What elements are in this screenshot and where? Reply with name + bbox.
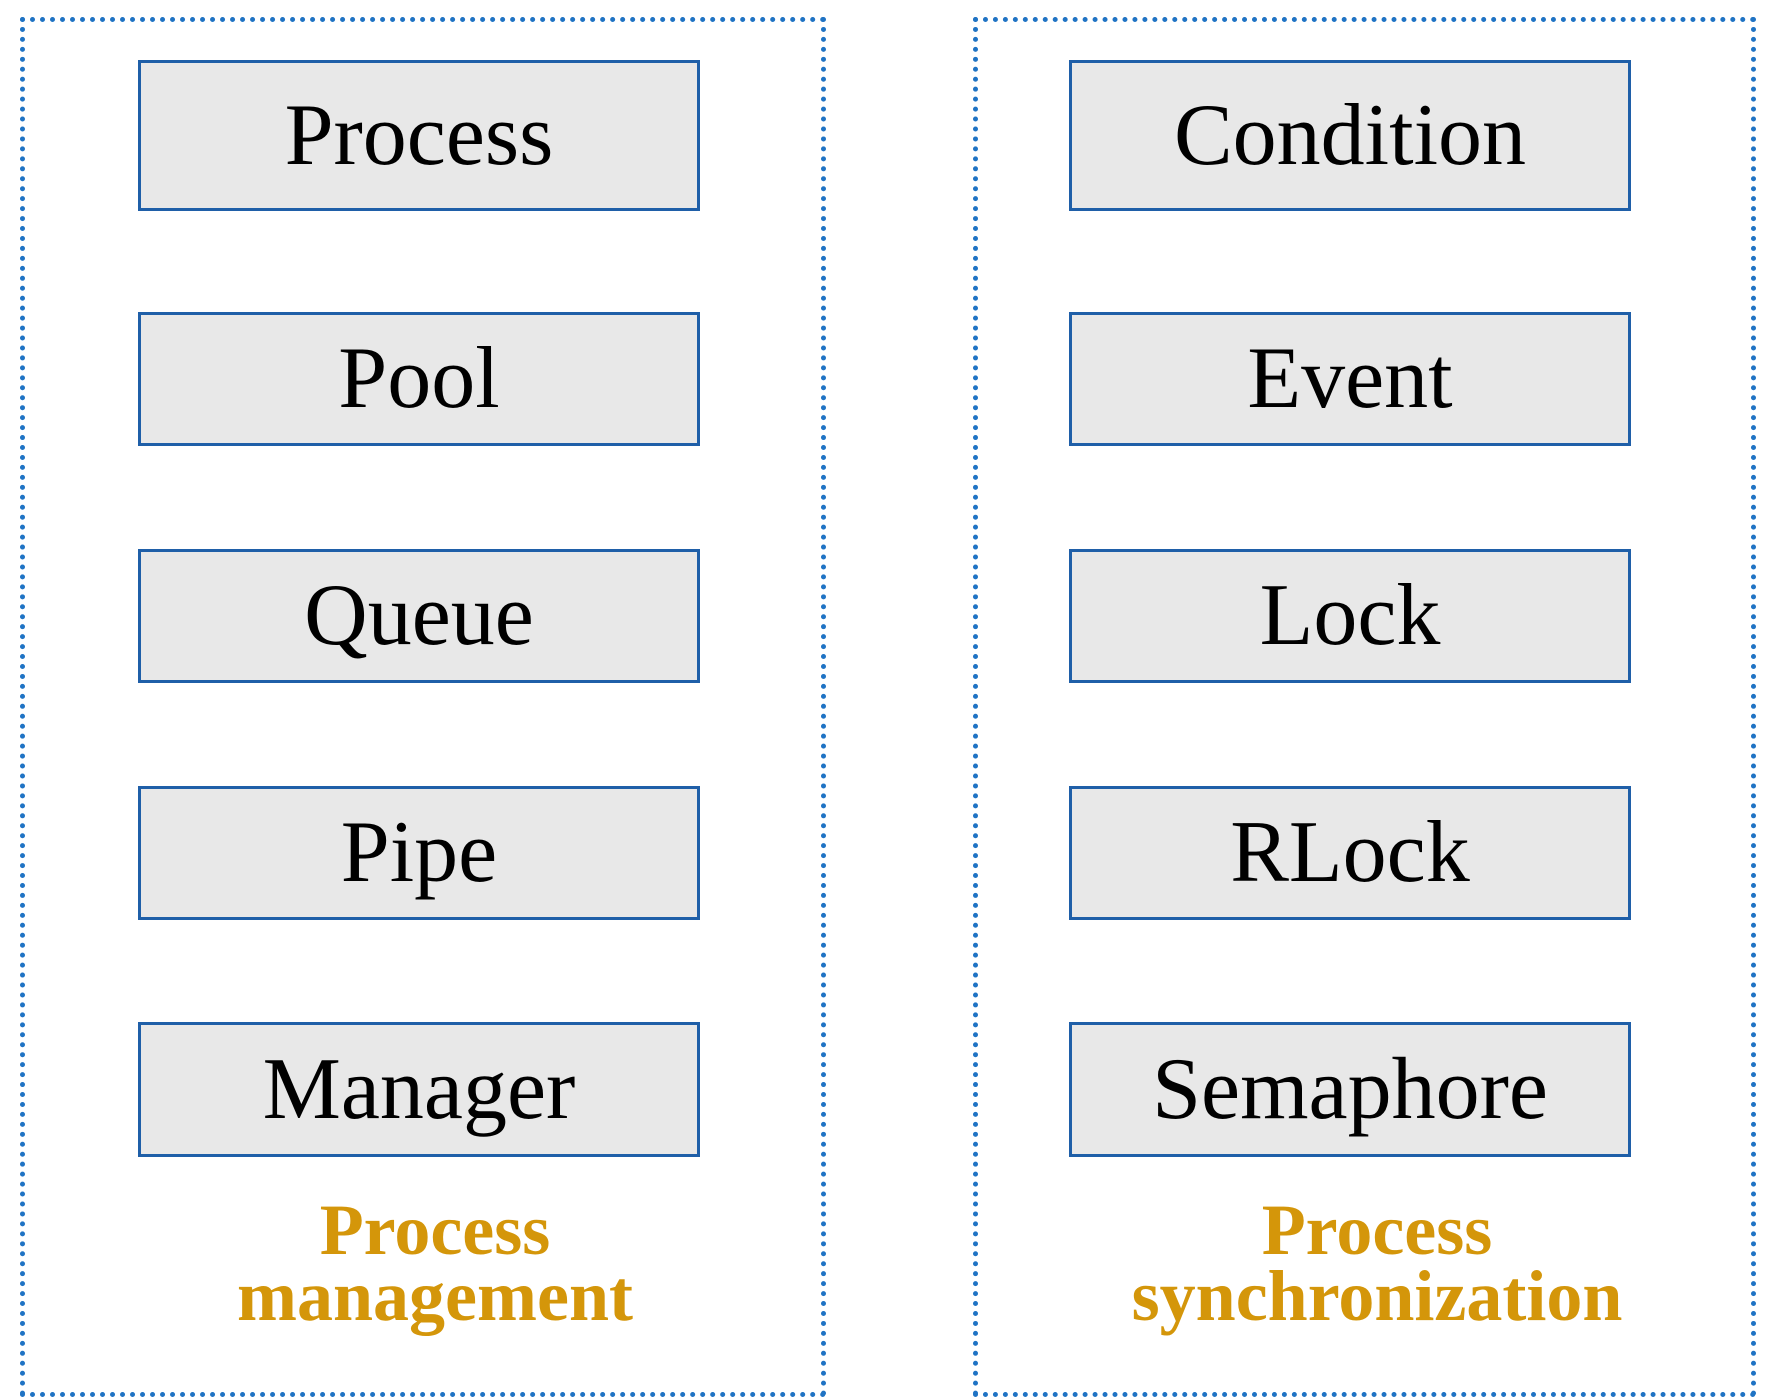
box-pool: Pool xyxy=(138,312,700,446)
group-label-process-management: Process management xyxy=(25,1190,845,1336)
box-event: Event xyxy=(1069,312,1631,446)
box-condition: Condition xyxy=(1069,60,1631,211)
group-label-process-synchronization: Process synchronization xyxy=(978,1190,1771,1336)
group-label-line2: synchronization xyxy=(1131,1256,1623,1336)
group-label-line1: Process xyxy=(1261,1190,1493,1270)
process-synchronization-group: Condition Event Lock RLock Semaphore Pro… xyxy=(973,17,1756,1397)
box-semaphore: Semaphore xyxy=(1069,1022,1631,1157)
box-lock: Lock xyxy=(1069,549,1631,683)
process-management-group: Process Pool Queue Pipe Manager Process … xyxy=(20,17,826,1397)
group-label-line2: management xyxy=(237,1256,633,1336)
box-process: Process xyxy=(138,60,700,211)
box-pipe: Pipe xyxy=(138,786,700,920)
box-rlock: RLock xyxy=(1069,786,1631,920)
box-queue: Queue xyxy=(138,549,700,683)
box-manager: Manager xyxy=(138,1022,700,1157)
group-label-line1: Process xyxy=(319,1190,551,1270)
